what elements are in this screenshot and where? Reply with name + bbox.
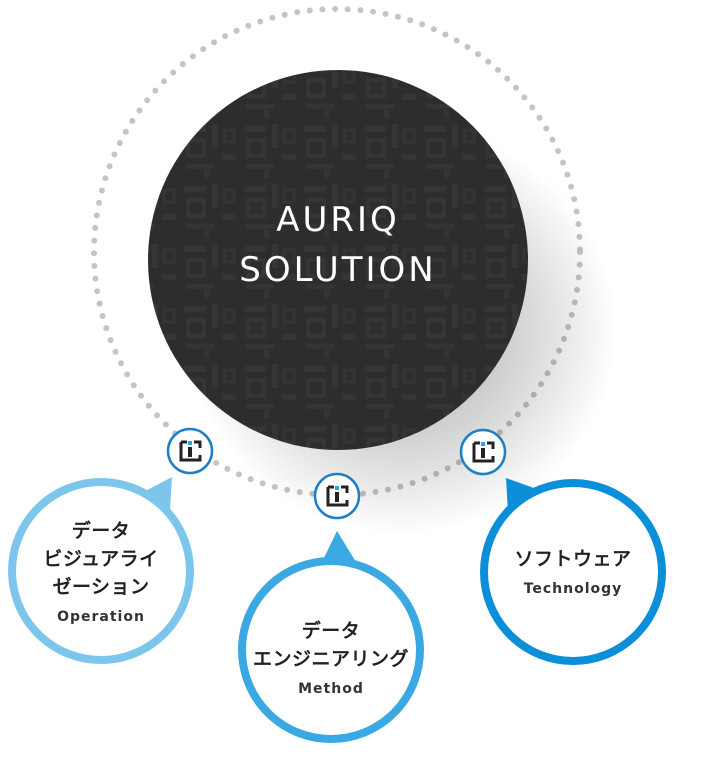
node-middle-circle — [238, 557, 424, 743]
logo-icon — [166, 427, 214, 475]
node-left-title-3: ゼーション — [52, 576, 150, 598]
node-right-circle — [480, 479, 666, 665]
center-title-line2: SOLUTION — [239, 250, 437, 290]
node-middle-subtitle: Method — [298, 681, 364, 697]
node-middle-pointer — [322, 531, 356, 562]
node-left-subtitle: Operation — [57, 609, 145, 625]
center-title-line1: AURIQ — [276, 200, 400, 240]
node-middle-title-1: データ — [301, 620, 361, 642]
node-left-title-2: ビジュアライ — [43, 548, 159, 570]
logo-icon — [459, 428, 507, 476]
node-right-title-1: ソフトウェア — [514, 548, 632, 570]
node-middle-title-2: エンジニアリング — [252, 648, 409, 670]
node-left-label: データ ビジュアライ ゼーション Operation — [11, 517, 191, 627]
center-circle — [148, 70, 528, 450]
center-title: AURIQ SOLUTION — [148, 195, 528, 295]
node-left-title-1: データ — [71, 520, 131, 542]
node-left-circle — [8, 478, 194, 664]
logo-icon — [313, 472, 361, 520]
node-right-subtitle: Technology — [523, 581, 623, 597]
node-middle-label: データ エンジニアリング Method — [236, 617, 426, 699]
node-right-label: ソフトウェア Technology — [483, 545, 663, 599]
